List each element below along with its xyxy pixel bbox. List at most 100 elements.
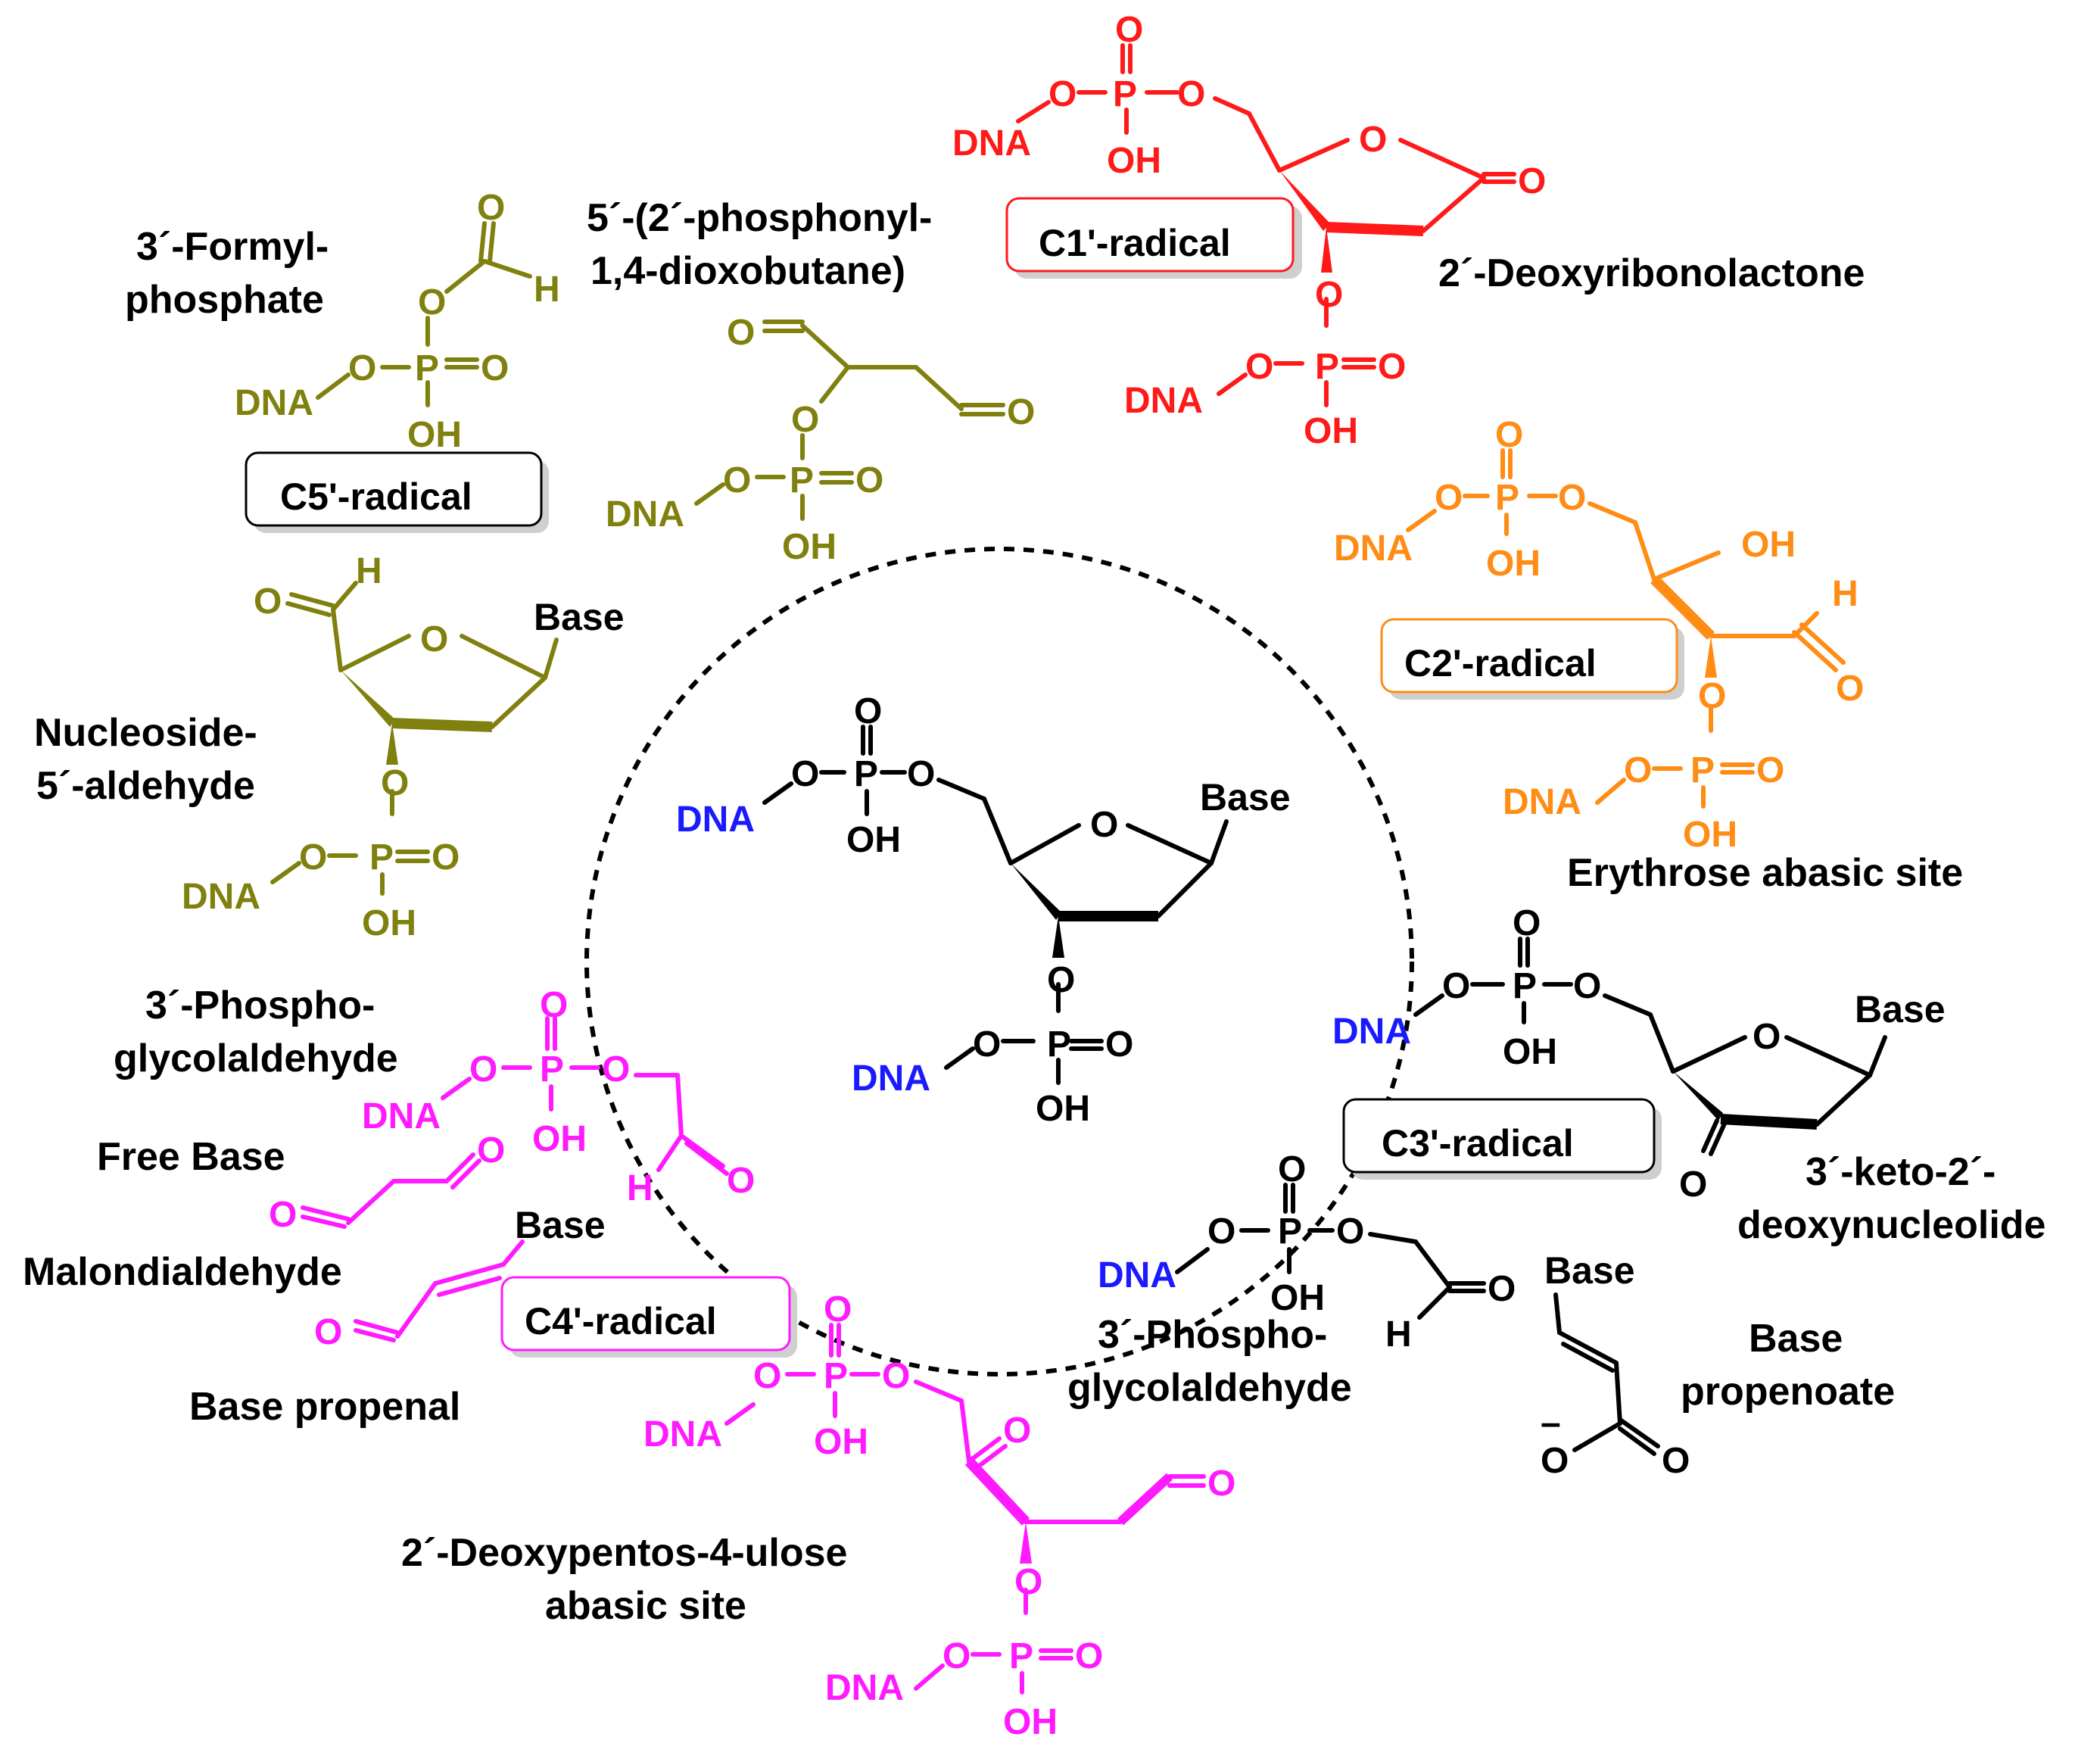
c4-phosphoglycol-labels: DNA O P O O OH O H (362, 985, 755, 1208)
fp-p: P (415, 348, 439, 388)
c3-structure (1413, 937, 1887, 1156)
mda-o1: O (269, 1195, 297, 1235)
formylphosphate-structure (316, 221, 532, 407)
c2-oh-side: OH (1741, 525, 1796, 565)
na-dna: DNA (182, 877, 260, 917)
parent-nucleotide-labels: DNA O P O O OH O Base O DNA O P O OH (676, 691, 1291, 1129)
nucleoside-aldehyde-labels: O H O Base O DNA O P O OH (182, 551, 625, 943)
c2-o1: O (1435, 478, 1463, 518)
center-p2: P (1047, 1024, 1071, 1065)
c1-radical-box (1005, 197, 1295, 273)
na-o2: O (381, 763, 409, 803)
c3-o2: O (1573, 966, 1601, 1006)
c3-pg-o1: O (1207, 1211, 1235, 1252)
c1-ring-o: O (1359, 120, 1387, 160)
fp-o2: O (481, 348, 509, 388)
base-propenoate-label-1: Base (1749, 1317, 1843, 1361)
c3-dna: DNA (1332, 1012, 1411, 1052)
dioxobutane-labels: O O O DNA O P O OH (606, 313, 1035, 567)
c3-pg-p: P (1278, 1211, 1302, 1252)
na-oh: OH (362, 903, 416, 943)
base-propenal-structure (354, 1239, 525, 1342)
c2-dna-bottom: DNA (1503, 782, 1581, 822)
db-o-link: O (791, 400, 819, 440)
c1-p2: P (1315, 347, 1339, 387)
c1-dna-bottom: DNA (1124, 381, 1203, 421)
propenal-o: O (314, 1312, 342, 1352)
c5-radical-label: C5'-radical (280, 475, 472, 518)
na-o3: O (299, 837, 327, 878)
c4-pg-o3: O (540, 985, 568, 1025)
c3-radical-box (1342, 1098, 1656, 1174)
fp-o1: O (348, 348, 376, 388)
erythrose-label: Erythrose abasic site (1567, 851, 1963, 895)
c1-o3: O (1115, 10, 1143, 50)
c4-radical-label: C4'-radical (525, 1300, 717, 1342)
c4-pg-o2: O (602, 1049, 630, 1090)
db-dna: DNA (606, 494, 684, 535)
ps-oh1: OH (814, 1422, 868, 1462)
c3-p: P (1513, 966, 1537, 1006)
ps-o3: O (824, 1289, 852, 1330)
ps-o1: O (753, 1356, 781, 1396)
c2-p1: P (1495, 478, 1519, 518)
fp-o3: O (418, 282, 446, 323)
base-propenoate-labels: Base – O O (1541, 1249, 1690, 1481)
c3-o1: O (1442, 966, 1470, 1006)
c3-ring-o: O (1753, 1017, 1781, 1057)
c3-labels: DNA O P O O OH O Base O (1332, 903, 1946, 1205)
nucleoside-aldehyde-label-1: Nucleoside- (34, 711, 257, 755)
mda-o2: O (477, 1130, 505, 1171)
malondialdehyde-labels: O O (269, 1130, 505, 1235)
malondialdehyde-structure (301, 1152, 481, 1229)
c3-pg-oh: OH (1270, 1278, 1325, 1318)
propenal-base: Base (515, 1204, 606, 1246)
center-p1: P (854, 754, 878, 794)
deoxyribonolactone-label: 2´-Deoxyribonolactone (1438, 251, 1865, 295)
c4-pg-p: P (540, 1049, 564, 1090)
c1-o4: O (1315, 275, 1343, 315)
formylphosphate-label-1: 3´-Formyl- (136, 225, 329, 269)
phosphoglycol-c4-label-2: glycolaldehyde (114, 1037, 398, 1080)
c2-dna-top: DNA (1334, 528, 1413, 569)
c2-o3: O (1495, 415, 1523, 455)
c4-pg-ald-o: O (727, 1161, 755, 1201)
c3-radical-label: C3'-radical (1382, 1122, 1574, 1165)
na-o4: O (432, 837, 460, 878)
c1-p1: P (1113, 74, 1137, 114)
c2-radical-label: C2'-radical (1404, 642, 1597, 684)
fp-oh: OH (407, 415, 462, 455)
c5-radical-box (245, 451, 543, 527)
propenoate-minus: – (1541, 1403, 1561, 1443)
c2-oh2: OH (1683, 815, 1737, 855)
parent-nucleotide (762, 725, 1229, 1085)
c4-pg-oh: OH (532, 1119, 587, 1159)
ps-keto-o: O (1003, 1411, 1031, 1451)
c4-phosphoglycol-structure (441, 1016, 729, 1176)
c1-o1: O (1048, 74, 1076, 114)
na-h: H (356, 551, 382, 591)
c1-o5: O (1245, 347, 1273, 387)
fp-ald-o: O (477, 188, 505, 228)
c1-oh2: OH (1304, 411, 1358, 451)
c2-p2: P (1690, 750, 1715, 790)
propenoate-o2: O (1662, 1441, 1690, 1481)
center-dna-top: DNA (676, 800, 755, 840)
c2-radical-box (1380, 618, 1678, 694)
base-propenal-label: Base propenal (189, 1385, 460, 1429)
c2-h: H (1832, 574, 1859, 614)
ps-dna-top: DNA (643, 1414, 722, 1454)
ps-o2: O (882, 1356, 910, 1396)
c3-pg-dna: DNA (1098, 1255, 1176, 1295)
c3-pg-o2: O (1336, 1211, 1364, 1252)
fp-h: H (534, 270, 560, 310)
na-o: O (254, 581, 282, 622)
c1-o2: O (1177, 74, 1205, 114)
c3-pg-h: H (1385, 1314, 1412, 1355)
dioxobutane-label-2: 1,4-dioxobutane) (590, 249, 905, 293)
c3-oh: OH (1503, 1032, 1557, 1072)
c1-labels: DNA O P O O OH O O O DNA O P O OH (952, 10, 1546, 451)
db-o2: O (855, 460, 883, 500)
center-o1: O (791, 754, 819, 794)
